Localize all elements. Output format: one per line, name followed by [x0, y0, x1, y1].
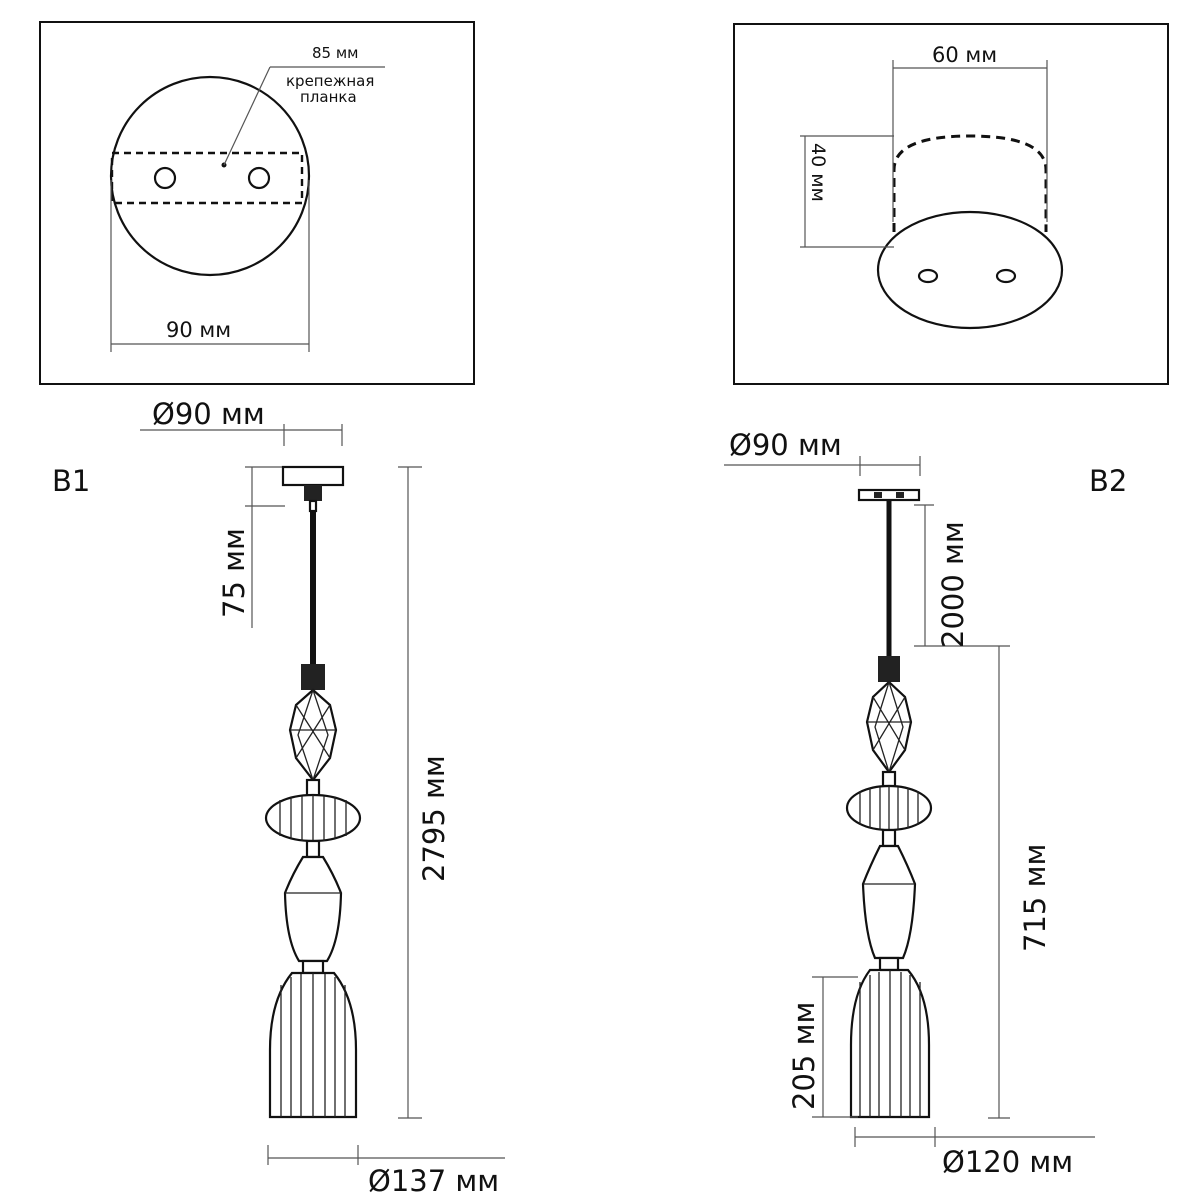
- b2-connector: [878, 656, 900, 682]
- b2-body-height: 715 мм: [1018, 844, 1052, 952]
- b1-shade-diameter: Ø137 мм: [368, 1164, 499, 1198]
- b1-canopy-diameter: Ø90 мм: [152, 397, 265, 431]
- b2-shade-diameter: Ø120 мм: [942, 1145, 1073, 1179]
- width-label: 60 мм: [932, 43, 997, 67]
- b1-faceted-glass: [288, 688, 338, 782]
- b2-shade-height: 205 мм: [787, 1002, 821, 1110]
- canopy-plate: [109, 75, 311, 277]
- b2-canopy: [857, 488, 921, 502]
- b1-canopy-cup: [304, 485, 322, 501]
- b1-canopy-height: 75 мм: [217, 528, 251, 618]
- b1-total-height: 2795 мм: [417, 755, 451, 882]
- b1-vase: [283, 855, 343, 963]
- b2-canopy-diameter: Ø90 мм: [729, 428, 842, 462]
- b2-vase: [861, 844, 917, 960]
- b2-cable-length: 2000 мм: [936, 521, 970, 648]
- bar-caption-line2: планка: [300, 88, 357, 106]
- screw-hole-right: [247, 166, 271, 190]
- mounting-bar-panel: 85 мм крепежная планка 90 мм: [39, 21, 475, 385]
- bar-length-label: 85 мм: [312, 44, 359, 62]
- variant-b2: B2 Ø90 мм 2000 мм 715 мм 205 мм: [724, 428, 1127, 1179]
- b1-connector: [301, 664, 325, 690]
- b2-label: B2: [1089, 464, 1127, 498]
- canopy-base: [876, 210, 1064, 330]
- screw-hole-right: [995, 268, 1017, 284]
- b1-label: B1: [52, 464, 90, 498]
- height-label: 40 мм: [807, 143, 829, 202]
- bar-caption-line1: крепежная: [286, 72, 374, 90]
- screw-hole-left: [153, 166, 177, 190]
- canopy-width-label: 90 мм: [166, 318, 231, 342]
- screw-hole-left: [917, 268, 939, 284]
- b1-canopy: [281, 465, 345, 487]
- canopy-perspective-panel: 60 мм 40 мм: [733, 23, 1169, 385]
- b2-faceted-glass: [865, 680, 913, 774]
- variant-b1: B1 Ø90 мм 75 мм 2795 мм Ø137 мм: [52, 397, 505, 1198]
